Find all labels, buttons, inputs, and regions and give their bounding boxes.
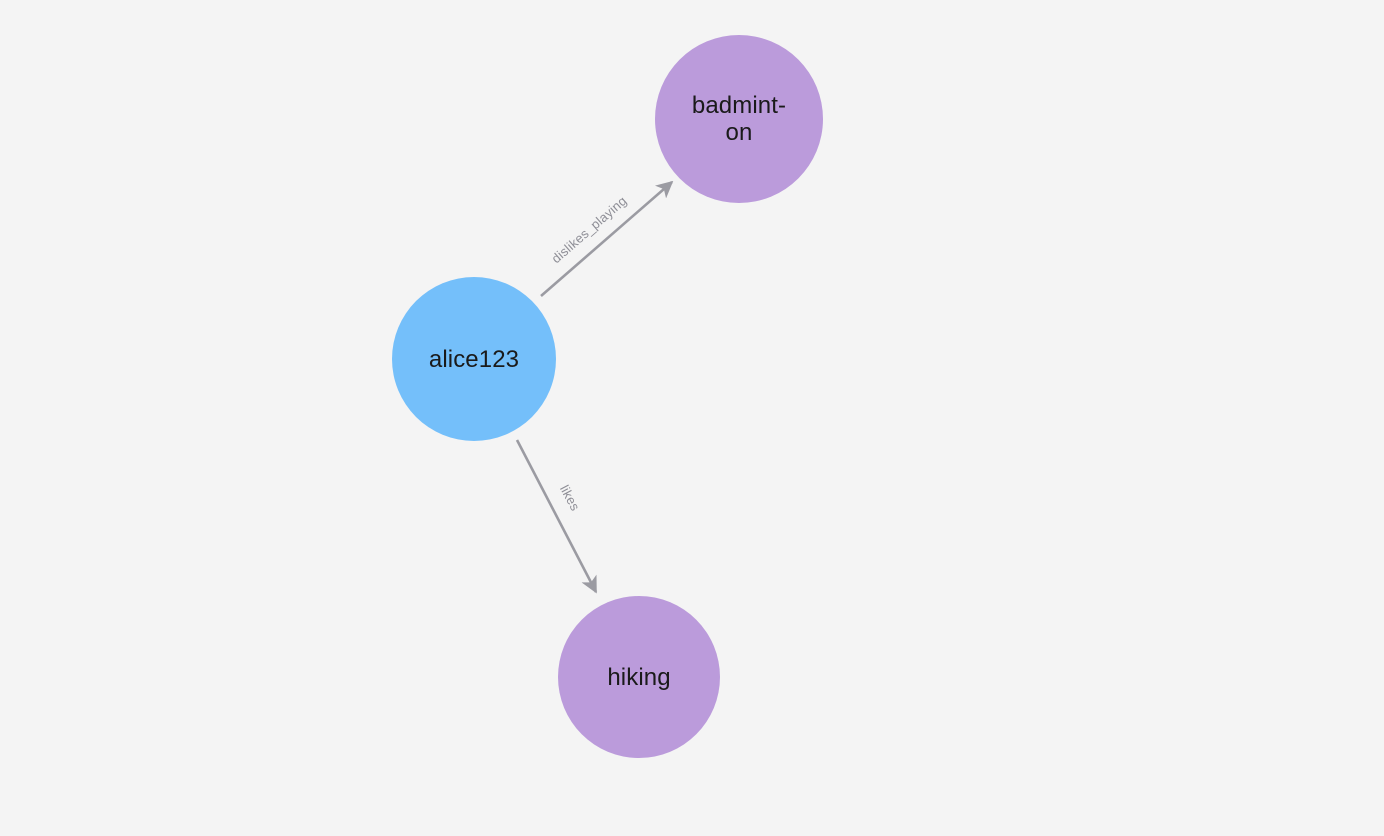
graph-node-label-hiking: hiking: [607, 663, 671, 691]
edge-line-dislikes-playing: [540, 180, 674, 297]
edge-likes[interactable]: likes: [515, 439, 598, 594]
graph-node-hiking[interactable]: hiking: [558, 596, 720, 758]
graph-node-alice123[interactable]: alice123: [392, 277, 556, 441]
edge-label-likes: likes: [557, 482, 583, 513]
edge-line-likes: [515, 439, 598, 594]
graph-node-label-alice123: alice123: [428, 345, 520, 373]
graph-node-badminton[interactable]: badmint- on: [655, 35, 823, 203]
edge-dislikes-playing[interactable]: dislikes_playing: [540, 180, 674, 297]
graph-node-label-badminton: badmint- on: [691, 92, 787, 146]
